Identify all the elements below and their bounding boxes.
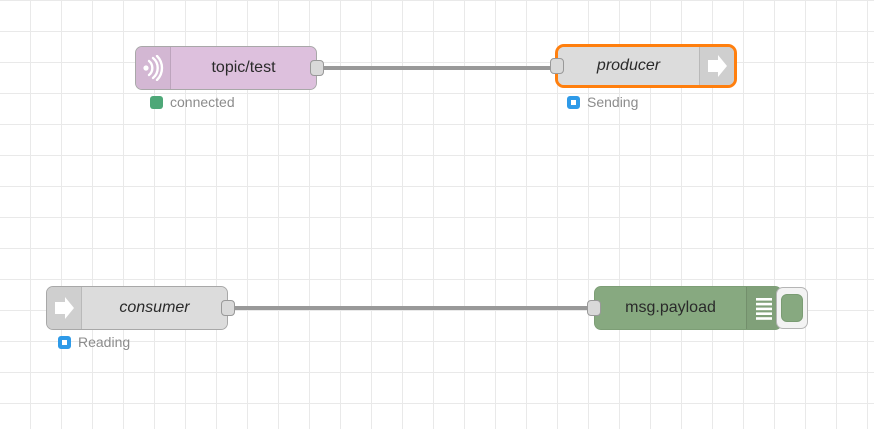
output-port-consumer[interactable] — [221, 300, 235, 316]
output-port-mqtt-in[interactable] — [310, 60, 324, 76]
debug-enable-toggle[interactable] — [776, 287, 808, 329]
debug-toggle-indicator — [781, 294, 803, 322]
status-indicator-reading — [58, 335, 71, 349]
status-mqtt-in: connected — [150, 94, 235, 110]
node-label-consumer: consumer — [119, 299, 190, 316]
arrow-right-icon — [699, 47, 734, 85]
node-label-debug: msg.payload — [625, 299, 716, 316]
node-producer[interactable]: producer — [550, 44, 737, 88]
mqtt-wave-icon — [136, 47, 171, 89]
status-indicator-sending — [567, 95, 580, 109]
status-label-reading: Reading — [78, 334, 131, 350]
node-consumer[interactable]: consumer — [46, 286, 235, 330]
node-mqtt-in[interactable]: topic/test — [135, 46, 324, 90]
arrow-right-icon — [47, 287, 82, 329]
status-producer: Sending — [567, 94, 638, 110]
node-label-producer: producer — [596, 57, 661, 74]
input-port-producer[interactable] — [550, 58, 564, 74]
status-label-connected: connected — [170, 94, 235, 110]
status-indicator-connected — [150, 95, 163, 109]
input-port-debug[interactable] — [587, 300, 601, 316]
node-debug[interactable]: msg.payload — [587, 286, 808, 330]
debug-lines-icon — [746, 287, 781, 329]
status-consumer: Reading — [58, 334, 130, 350]
status-label-sending: Sending — [587, 94, 639, 110]
node-label-mqtt-in: topic/test — [211, 59, 276, 76]
